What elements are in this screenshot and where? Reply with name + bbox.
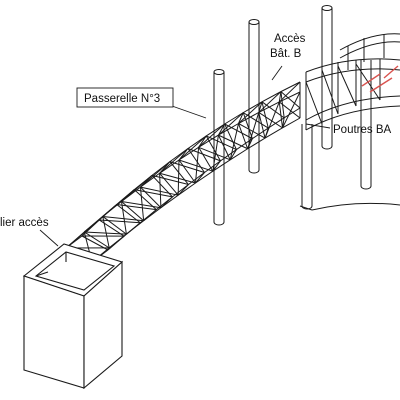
truss-diagonal: [280, 91, 301, 109]
truss-crossbeam: [278, 91, 282, 103]
truss-diagonal: [116, 204, 157, 211]
truss-diagonal: [229, 123, 239, 160]
column-center: [301, 124, 313, 210]
label-poutres: Poutres BA: [333, 124, 391, 136]
truss-diagonal: [140, 186, 179, 196]
truss-vertical: [205, 135, 221, 162]
truss-diagonal: [121, 201, 127, 235]
truss-plan-brace: [178, 135, 207, 161]
truss-chord: [91, 117, 301, 263]
truss-diagonal: [247, 112, 260, 149]
truss-crossbeam: [218, 123, 226, 136]
truss-diagonal: [121, 201, 161, 209]
truss-diagonal: [177, 159, 180, 196]
truss-crossbeam: [143, 209, 157, 222]
truss-crossbeam: [108, 235, 125, 249]
column-right-rear: [321, 5, 333, 150]
truss-diagonal: [195, 147, 200, 184]
column-right-back: [360, 60, 372, 190]
passerelle-truss: [65, 81, 301, 263]
truss-diagonal: [224, 123, 253, 140]
truss-vertical: [121, 201, 144, 222]
truss-diagonal: [99, 219, 141, 224]
truss-diagonal: [84, 231, 127, 235]
truss-crossbeam: [177, 184, 189, 196]
label-acces-line1: Accès: [274, 33, 306, 45]
truss-diagonal: [258, 112, 283, 129]
truss-plan-brace: [238, 101, 263, 124]
truss-crossbeam: [238, 112, 244, 124]
label-escalier: lier accès: [0, 217, 49, 229]
truss-vertical: [217, 134, 231, 160]
column-left: [213, 69, 225, 226]
truss-vertical: [278, 101, 284, 128]
truss-diagonal: [178, 159, 214, 172]
label-passerelle-text: Passerelle N°3: [84, 93, 160, 105]
truss-chord: [107, 107, 301, 251]
truss-vertical: [242, 112, 253, 139]
truss-diagonal: [264, 101, 280, 139]
truss-diagonal: [159, 172, 196, 184]
truss-crossbeam: [195, 172, 205, 184]
truss-plan-brace: [258, 91, 282, 113]
truss-plan-brace: [278, 81, 301, 103]
truss-vertical: [258, 112, 266, 139]
truss-diagonal: [151, 174, 189, 185]
truss-diagonal: [218, 134, 248, 150]
truss-plan-brace: [198, 123, 225, 148]
truss-diagonal: [134, 189, 173, 198]
building-b-frame: [299, 33, 400, 211]
truss-vertical: [159, 172, 179, 196]
truss-vertical: [187, 148, 205, 173]
label-passerelle: Passerelle N°3: [76, 87, 174, 108]
truss-vertical: [84, 231, 110, 249]
truss-crossbeam: [229, 149, 237, 161]
truss-diagonal: [198, 146, 231, 161]
truss-diagonal: [159, 173, 162, 208]
truss-crossbeam: [212, 160, 221, 172]
truss-plan-brace: [218, 112, 244, 136]
red-highlight-members: [361, 65, 399, 93]
truss-vertical: [178, 159, 196, 184]
truss-diagonal: [169, 161, 205, 173]
column-mid: [248, 19, 260, 174]
truss-diagonal: [282, 91, 301, 129]
truss-crossbeam: [160, 196, 173, 209]
truss-diagonal: [238, 123, 266, 139]
truss-plan-brace: [121, 174, 153, 202]
truss-crossbeam: [126, 222, 141, 235]
truss-crossbeam: [198, 135, 207, 148]
truss-vertical: [238, 123, 249, 149]
truss-diagonal: [139, 187, 145, 221]
truss-diagonal: [102, 216, 110, 248]
truss-vertical: [198, 147, 214, 172]
truss-vertical: [102, 216, 127, 235]
access-tower: [22, 243, 124, 390]
truss-diagonal: [102, 215, 144, 222]
truss-plan-brace: [140, 161, 171, 188]
label-acces-line2: Bât. B: [270, 48, 302, 60]
truss-diagonal: [278, 101, 301, 119]
truss-plan-brace: [159, 148, 189, 174]
truss-diagonal: [206, 135, 237, 151]
leader-lines: [39, 65, 331, 247]
truss-vertical: [261, 101, 269, 129]
truss-crossbeam: [258, 101, 263, 113]
truss-vertical: [140, 186, 162, 209]
